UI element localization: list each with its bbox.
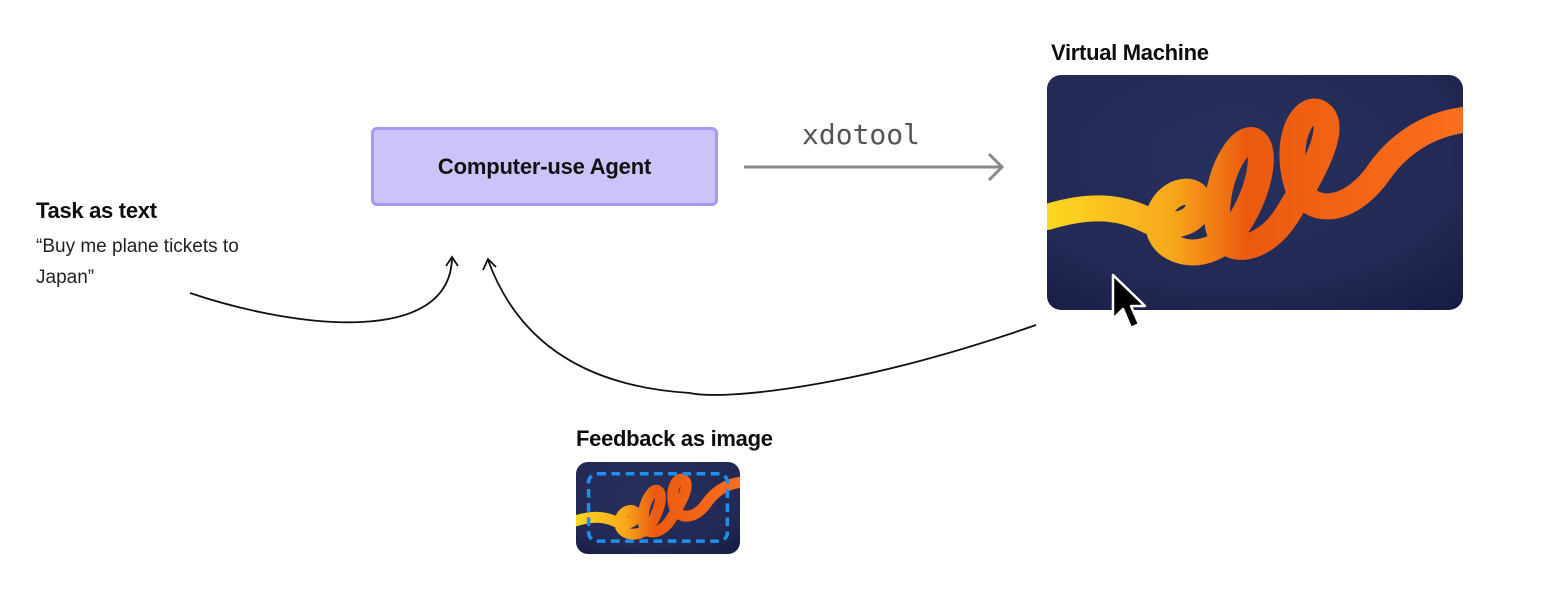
action-label: xdotool xyxy=(802,118,921,151)
agent-label: Computer-use Agent xyxy=(437,153,652,179)
vm-screen-graphic xyxy=(1047,75,1463,310)
feedback-thumbnail-graphic xyxy=(576,462,740,554)
feedback-title: Feedback as image xyxy=(576,426,773,451)
feedback-thumbnail xyxy=(576,462,740,554)
squiggle-logo-icon xyxy=(1047,98,1463,266)
task-arrowhead-icon xyxy=(445,255,459,267)
action-arrowhead-icon xyxy=(987,152,1005,182)
vm-title: Virtual Machine xyxy=(1051,40,1209,65)
feedback-to-agent-arrow xyxy=(487,259,1037,396)
selection-box xyxy=(586,471,730,543)
vm-screen xyxy=(1047,75,1463,310)
mouse-pointer-icon xyxy=(1111,273,1147,330)
task-to-agent-arrow xyxy=(189,257,453,324)
task-text: “Buy me plane tickets to Japan” xyxy=(36,236,239,288)
task-title: Task as text xyxy=(36,198,157,223)
squiggle-logo-icon xyxy=(576,473,740,540)
agent-node: Computer-use Agent xyxy=(371,127,718,206)
feedback-arrowhead-icon xyxy=(482,257,497,271)
